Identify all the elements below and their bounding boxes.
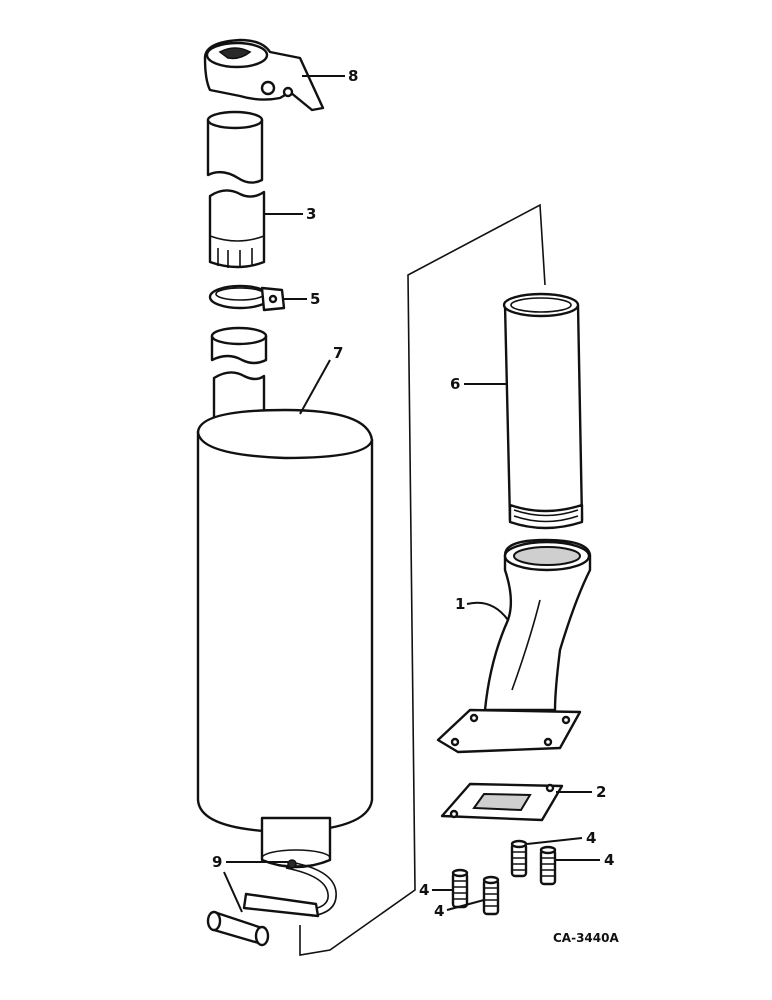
lower-pipe-section bbox=[208, 189, 266, 269]
callout-9: 9 bbox=[212, 853, 222, 871]
gasket bbox=[440, 782, 564, 822]
callout-6: 6 bbox=[450, 375, 460, 393]
callout-4a: 4 bbox=[586, 829, 596, 847]
muffler bbox=[196, 408, 374, 869]
stud-4 bbox=[482, 875, 500, 916]
pipe-clamp bbox=[208, 284, 286, 312]
callout-4b: 4 bbox=[604, 851, 614, 869]
callout-4d: 4 bbox=[434, 902, 444, 920]
leader-4a bbox=[526, 837, 583, 845]
bracket-outline bbox=[299, 203, 546, 956]
leader-4d bbox=[446, 899, 485, 911]
callout-8: 8 bbox=[348, 67, 358, 85]
callout-7: 7 bbox=[333, 344, 343, 362]
stack-pipe bbox=[502, 292, 584, 530]
leader-9b bbox=[223, 871, 243, 913]
stud-1 bbox=[510, 839, 528, 878]
u-bolt-clamp bbox=[206, 859, 337, 947]
leader-7 bbox=[299, 359, 331, 415]
figure-code: CA-3440A bbox=[553, 931, 619, 945]
rain-cap bbox=[203, 38, 325, 112]
leader-1 bbox=[466, 601, 509, 621]
muffler-inlet-pipe bbox=[210, 326, 268, 422]
callout-2: 2 bbox=[596, 783, 606, 801]
callout-4c: 4 bbox=[419, 881, 429, 899]
stud-3 bbox=[451, 868, 469, 909]
callout-3: 3 bbox=[306, 205, 316, 223]
callout-5: 5 bbox=[310, 290, 320, 308]
stud-2 bbox=[539, 845, 557, 886]
exhaust-elbow bbox=[436, 538, 592, 754]
upper-pipe-section bbox=[206, 110, 264, 184]
callout-1: 1 bbox=[455, 595, 465, 613]
